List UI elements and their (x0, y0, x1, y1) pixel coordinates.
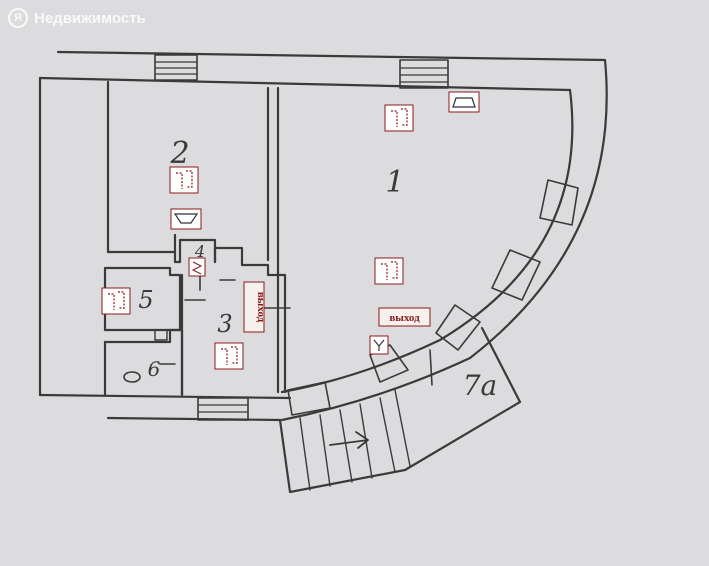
room-3-wall (213, 246, 287, 277)
window-curve-3 (435, 304, 481, 351)
window-top-left-glass (154, 61, 198, 75)
window-bottom-glass (197, 404, 249, 413)
room-number-3: 3 (217, 310, 232, 338)
window-bottom (197, 397, 249, 421)
stair-outline (278, 326, 522, 494)
watermark-text: Недвижимость (34, 9, 146, 27)
bottom-wall-inner (106, 416, 282, 422)
exit-label-main-text: выход (389, 312, 420, 324)
exit-label-vertical: выход (243, 281, 267, 333)
extinguisher-icon (374, 257, 404, 285)
exit-sign-icon (369, 335, 389, 355)
extinguisher-icon (169, 166, 199, 194)
room-number-1: 1 (385, 165, 404, 200)
window-curve-2 (491, 249, 541, 301)
extinguisher-icon (384, 104, 414, 132)
ceiling-lamp-icon (170, 208, 202, 230)
sink-icon (154, 329, 168, 341)
exit-label-main: выход (378, 307, 431, 327)
toilet-icon (123, 371, 141, 383)
window-curve-5 (287, 381, 331, 416)
window-curve-1 (539, 179, 579, 226)
stair-arrow (329, 431, 369, 449)
room-5-wall (103, 266, 182, 332)
window-top-right-glass (399, 67, 449, 83)
room-number-5: 5 (138, 286, 153, 314)
window-top-right (399, 59, 449, 89)
room-4-wall (173, 233, 217, 264)
partition-mark-1 (159, 269, 291, 365)
stair-steps (299, 389, 411, 491)
bottom-wall (38, 393, 292, 400)
extinguisher-icon (101, 287, 131, 315)
extinguisher-icon (214, 342, 244, 370)
room-number-7a: 7a (463, 369, 498, 402)
smoke-detector-icon (188, 257, 206, 277)
room-number-4: 4 (194, 242, 205, 261)
ceiling-lamp-icon (448, 91, 480, 113)
yandex-logo-icon: Я (8, 8, 28, 28)
room-number-6: 6 (148, 357, 161, 381)
room-number-2: 2 (169, 136, 189, 171)
partition-mark-2 (429, 349, 433, 386)
marker-set (101, 91, 480, 370)
watermark: Я Недвижимость (8, 8, 146, 28)
outer-wall-left-top (38, 76, 572, 92)
exit-label-vertical-text: выход (255, 292, 267, 323)
outer-wall-top (56, 50, 608, 422)
inner-curved-wall (280, 88, 574, 394)
room-6-wall (103, 328, 184, 397)
